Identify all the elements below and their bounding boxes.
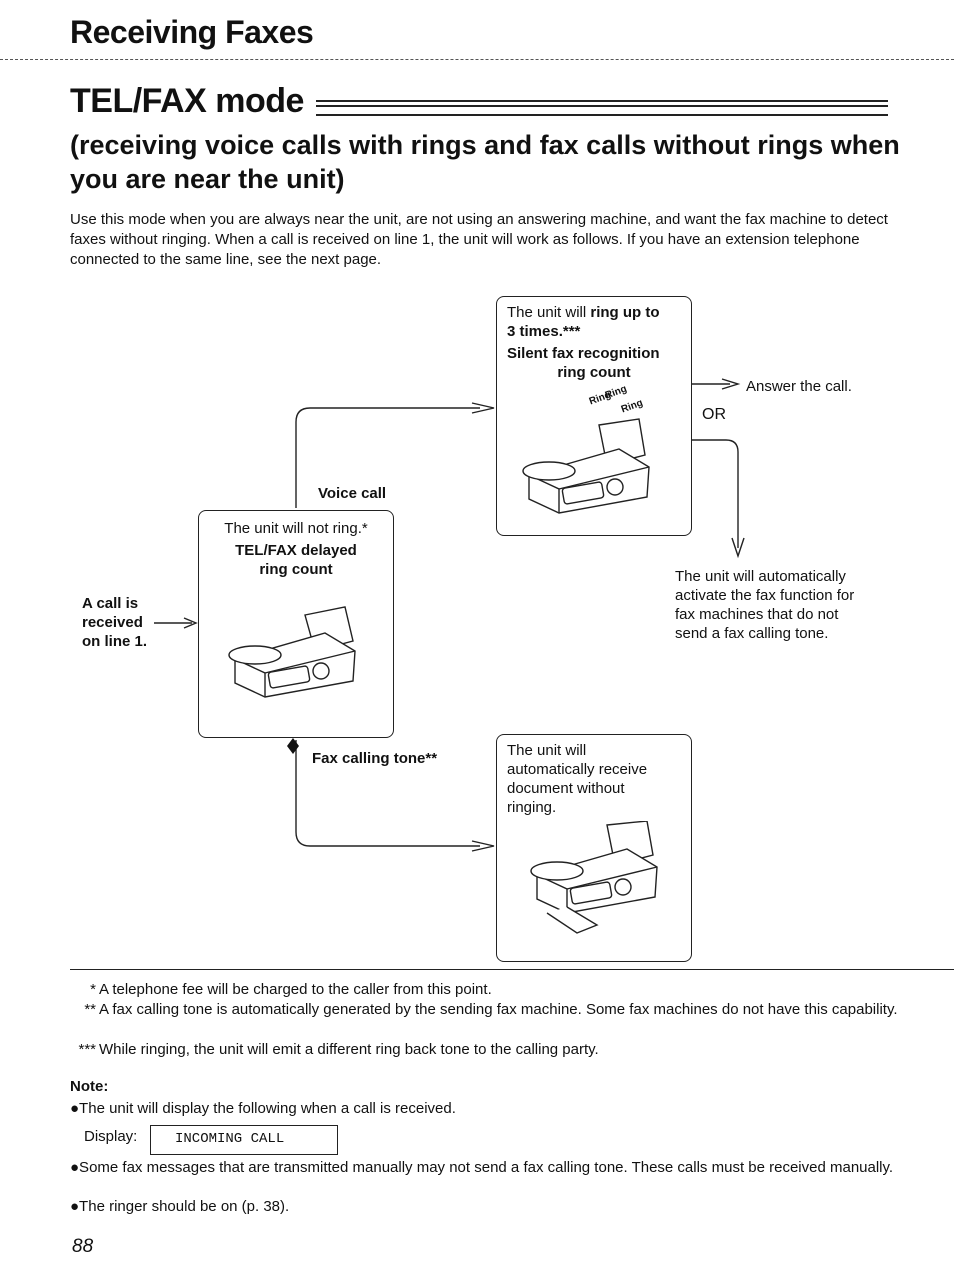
page-number: 88 [72, 1236, 94, 1257]
footnote: **A fax calling tone is automatically ge… [84, 1001, 898, 1018]
ring-times-text: 3 times.*** [507, 323, 581, 340]
section-divider [0, 59, 954, 60]
auto-receive-text: The unit will automatically receive docu… [507, 742, 648, 816]
ring-word: Ring [619, 397, 645, 416]
fax-tone-label: Fax calling tone** [312, 750, 438, 767]
intro-paragraph: Use this mode when you are always near t… [70, 211, 888, 268]
auto-activate-text: The unit will automatically activate the… [675, 568, 855, 642]
ring-up-text: The unit will ring up to [507, 304, 660, 321]
fax-machine-icon [228, 606, 356, 698]
display-readout: INCOMING CALL [150, 1125, 338, 1155]
fax-machine-icon [530, 821, 658, 934]
answer-call-text: Answer the call. [746, 378, 852, 395]
footnote: ***While ringing, the unit will emit a d… [78, 1041, 599, 1058]
note-item: ●Some fax messages that are transmitted … [70, 1159, 894, 1176]
fax-machine-icon [522, 418, 650, 514]
delayed-ring-label: TEL/FAX delayed [235, 542, 357, 559]
call-received-label: A call is received on line 1. [82, 595, 148, 650]
auto-receive-box: The unit will automatically receive docu… [496, 734, 692, 962]
voice-call-label: Voice call [318, 485, 387, 502]
footnote-divider [70, 969, 954, 970]
silent-fax-label: Silent fax recognition [507, 345, 660, 362]
delayed-ring-label-2: ring count [259, 561, 333, 578]
delayed-ring-box: The unit will not ring.* TEL/FAX delayed… [198, 510, 394, 738]
title-rule [316, 100, 888, 116]
silent-fax-box: The unit will ring up to 3 times.*** Sil… [496, 296, 692, 536]
page-subtitle: (receiving voice calls with rings and fa… [70, 130, 900, 194]
note-heading: Note: [70, 1078, 109, 1095]
section-title: Receiving Faxes [70, 14, 314, 50]
diamond-marker [287, 738, 299, 754]
footnote: *A telephone fee will be charged to the … [90, 981, 492, 998]
page-title: TEL/FAX mode [70, 82, 304, 120]
note-item: ●The ringer should be on (p. 38). [70, 1198, 290, 1215]
note-item: ●The unit will display the following whe… [70, 1100, 456, 1117]
or-label: OR [702, 406, 726, 423]
display-label: Display: [84, 1128, 138, 1145]
silent-fax-label-2: ring count [557, 364, 631, 381]
not-ring-text: The unit will not ring.* [224, 520, 368, 537]
ring-word: Ring [603, 383, 629, 402]
display-value: INCOMING CALL [175, 1131, 285, 1147]
